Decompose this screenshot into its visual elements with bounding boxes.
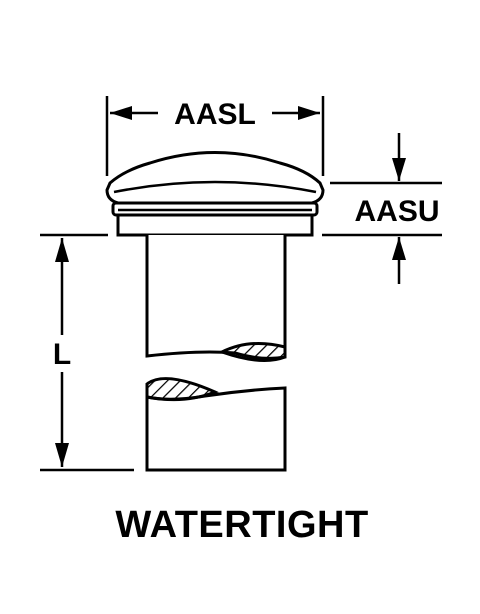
shank-upper (145, 235, 287, 362)
dimension-length: L (40, 233, 134, 472)
label-top-width: AASL (174, 98, 256, 131)
caption: WATERTIGHT (115, 504, 368, 546)
dimension-head-height: AASU (322, 133, 442, 284)
break-hatch-lower (145, 377, 219, 402)
dimension-top-width: AASL (105, 96, 325, 176)
label-length: L (53, 338, 71, 371)
plug-head (105, 151, 325, 237)
break-hatch-upper (218, 342, 287, 362)
shank-lower (145, 377, 287, 472)
label-head-height: AASU (354, 195, 439, 228)
